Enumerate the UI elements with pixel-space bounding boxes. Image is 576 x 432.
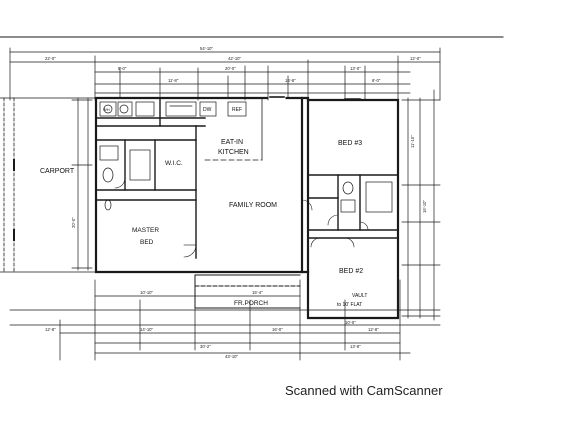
dim-bottom-right: 12'-8" [368,327,379,332]
bath2-toilet [342,181,354,195]
sink-box [135,101,155,117]
dim-row3-b: 16'-8" [285,78,296,83]
kitchen-label-line1: EAT-IN [221,139,243,146]
master-bed-label-line1: MASTER [132,227,159,234]
side-dimension-strings [71,89,441,321]
bath-fixtures [99,145,393,213]
front-porch-label: FR.PORCH [234,300,268,307]
top-dimension-strings [9,47,441,101]
refrigerator-box [227,101,247,117]
dw-label: DW [203,107,212,113]
dim-top-mid: 42'-10" [228,56,242,61]
exterior-walls [94,96,400,320]
dim-left-a: 20'-0" [71,217,76,228]
dryer-box [117,101,133,117]
bath2-tub [365,181,393,213]
bath2-vanity [340,199,356,213]
kitchen-fixtures [99,101,247,117]
master-vanity [99,145,119,161]
dim-row2-c: 13'-0" [350,66,361,71]
dim-bottom-mid-b: 16'-0" [272,327,283,332]
camscanner-watermark: Scanned with CamScanner [285,383,443,398]
carport-outline [0,97,96,273]
interior-walls [95,97,399,259]
master-bed-label-line2: BED [140,239,154,246]
dim-row3-c: 6'-0" [372,78,381,83]
front-porch [194,274,301,309]
dim-bottom-mid-a: 14'-10" [140,327,154,332]
ref-label: REF [232,107,242,113]
dim-top-left: 22'-0" [45,56,56,61]
dim-row2-a: 6'-0" [118,66,127,71]
dim-top-right: 12'-0" [410,56,421,61]
family-room-label: FAMILY ROOM [229,202,277,209]
bottom-dimension-strings [9,279,441,361]
dim-bottom-row2-a: 30'-2" [200,344,211,349]
dim-top-overall: 54'-10" [200,46,214,51]
window-marks [134,96,399,319]
dim-right-b: 16'-10" [422,199,427,213]
door-swings [114,177,369,258]
range-counter [165,101,197,117]
master-tub [129,149,151,181]
dim-right-a: 11'-10" [410,135,415,148]
kitchen-label-line2: KITCHEN [218,149,249,156]
dishwasher-box [199,101,217,117]
bed2-label: BED #2 [339,268,363,275]
dim-porch-a: 10'-10" [140,290,154,295]
wh-label: WH [103,107,110,112]
wic-label: W.I.C. [165,160,183,167]
master-toilet [102,167,114,183]
dim-porch-b: 15'-4" [252,290,263,295]
dim-bottom-overall: 43'-10" [225,354,239,359]
washer-box [99,101,117,117]
dim-vault: 10'-0" [345,320,356,325]
dimension-labels: 54'-10" 22'-0" 42'-10" 12'-0" 6'-0" 20'-… [45,46,427,359]
vault-label-line2: to 10' FLAT [337,302,362,308]
dim-bottom-left: 12'-8" [45,327,56,332]
carport-label: CARPORT [40,168,75,175]
dim-bottom-row2-b: 13'-8" [350,344,361,349]
room-labels: CARPORT EAT-IN KITCHEN FAMILY ROOM MASTE… [40,107,367,308]
dim-row2-b: 20'-0" [225,66,236,71]
dim-row3-a: 11'-8" [168,78,179,83]
vault-label-line1: VAULT [352,293,367,299]
bed3-label: BED #3 [338,140,362,147]
